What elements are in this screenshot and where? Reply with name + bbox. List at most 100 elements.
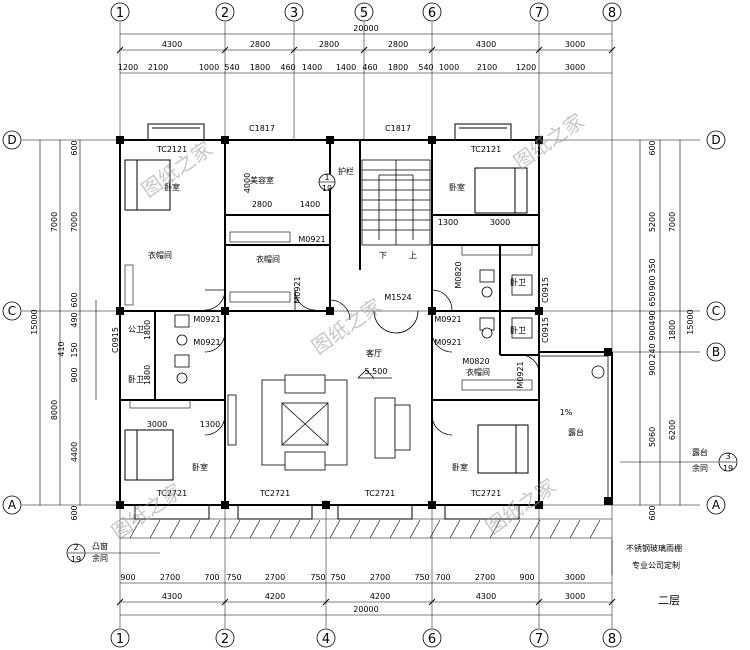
dim-right-mid-1: 7000	[668, 212, 677, 232]
axis-label-bottom-5: 7	[535, 632, 543, 647]
room-cloak-n: 衣帽间	[256, 254, 280, 264]
dim-left-in-7: 900	[70, 367, 79, 382]
dim-top2-5: 1800	[250, 63, 270, 72]
door-label-5: M0921	[434, 338, 461, 347]
window-label-6: TC2721	[259, 489, 290, 498]
slope-text: 1%	[560, 408, 573, 417]
dim-bot2-3: 4200	[370, 592, 390, 601]
callout-left-label: 凸窗	[92, 541, 108, 551]
dim-top2-9: 460	[362, 63, 377, 72]
door-label-9: M0921	[516, 361, 525, 388]
dim-bot-5: 2700	[265, 573, 285, 582]
callout-top-sheet: 19	[322, 184, 332, 193]
door-label-8: M0921	[293, 276, 302, 303]
dim-top-1: 4300	[162, 40, 182, 49]
dim-top2-8: 1400	[336, 63, 356, 72]
window-label-1: C1817	[249, 124, 275, 133]
room-wc-4: 卧卫	[510, 326, 526, 335]
note-line-1: 不锈钢玻璃雨棚	[626, 543, 682, 553]
dim-left-b-2: 1800	[143, 365, 152, 385]
room-wc-2: 卧卫	[128, 375, 144, 384]
dim-bot-11: 2700	[475, 573, 495, 582]
dim-right-in-9: 900	[648, 360, 657, 375]
floor-label: 二层	[658, 594, 680, 607]
dim-right-in-8: 240	[648, 343, 657, 358]
axis-label-right-B: B	[712, 345, 720, 359]
axis-label-top-5: 6	[428, 6, 436, 21]
room-bed-ne: 卧室	[449, 182, 465, 192]
dim-top-3: 2800	[319, 40, 339, 49]
room-dim-4: 3000	[490, 218, 510, 227]
callout-top-num: 1	[324, 173, 329, 182]
room-dim-7: 3000	[147, 420, 167, 429]
axis-label-left-A: A	[8, 498, 17, 512]
dim-right-in-10: 5060	[648, 427, 657, 447]
dim-top2-13: 2100	[477, 63, 497, 72]
dim-top2-3: 1000	[199, 63, 219, 72]
room-bed-nw: 卧室	[164, 182, 180, 192]
dim-top2-12: 1000	[439, 63, 459, 72]
room-cloak-e: 衣帽间	[466, 367, 490, 377]
dim-left-in-5: 410	[57, 341, 66, 356]
window-label-4: TC2121	[470, 145, 501, 154]
dim-top-4: 2800	[388, 40, 408, 49]
dim-bot-total: 20000	[353, 605, 378, 614]
dim-top2-2: 2100	[148, 63, 168, 72]
dim-top2-14: 1200	[516, 63, 536, 72]
axis-labels-right: D C B A	[711, 133, 721, 512]
door-label-2: M0921	[193, 315, 220, 324]
bath-fixtures	[174, 269, 605, 384]
axis-label-right-C: C	[712, 304, 720, 318]
dim-right-outer: 15000	[686, 309, 695, 334]
dim-right-mid-3: 1800	[668, 320, 677, 340]
dim-left-mid-2: 8000	[50, 400, 59, 420]
dim-bot-2: 2700	[160, 573, 180, 582]
axis-label-bottom-2: 2	[221, 632, 229, 647]
dim-top-5: 4300	[476, 40, 496, 49]
dim-right-in-6: 490	[648, 310, 657, 325]
axis-label-bottom-1: 1	[116, 632, 124, 647]
room-bed-se: 卧室	[452, 462, 468, 472]
dims-left: 15000 7000 8000 600 7000 600 490 410 150…	[30, 140, 152, 520]
axis-label-top-6: 7	[535, 6, 543, 21]
axis-label-left-D: D	[7, 133, 16, 147]
dim-bot-8: 2700	[370, 573, 390, 582]
axis-labels-top: 1 2 3 5 6 7 8	[116, 6, 616, 21]
room-wc-3: 卧卫	[510, 278, 526, 287]
door-label-10: M0820	[454, 261, 463, 288]
window-label-3: TC2121	[156, 145, 187, 154]
room-wc-1: 公卫	[128, 325, 144, 334]
window-label-2: C1817	[385, 124, 411, 133]
axis-label-right-A: A	[712, 498, 721, 512]
room-stair-down: 下	[379, 251, 387, 260]
room-dim-2: 2800	[252, 200, 272, 209]
dim-right-in-11: 600	[648, 505, 657, 520]
window-label-5: TC2721	[156, 489, 187, 498]
room-dim-3: 1400	[300, 200, 320, 209]
axis-bubbles	[2, 2, 738, 648]
living-furniture	[227, 374, 411, 471]
dim-left-b-1: 1800	[143, 320, 152, 340]
dim-top2-1: 1200	[118, 63, 138, 72]
room-terrace: 露台	[568, 427, 584, 437]
axis-label-bottom-4: 6	[428, 632, 436, 647]
axis-labels-left: D C A	[7, 133, 17, 512]
door-label-7: M1524	[384, 293, 411, 302]
room-dims: 4000 2800 1400 3000 1300 1300 3000	[147, 173, 510, 429]
axis-label-top-7: 8	[608, 6, 616, 21]
front-hatch	[120, 518, 612, 539]
axis-label-bottom-3: 4	[322, 632, 330, 647]
dim-left-mid-1: 7000	[50, 212, 59, 232]
dim-top2-15: 3000	[565, 63, 585, 72]
dim-top-6: 3000	[565, 40, 585, 49]
room-dim-1: 4000	[243, 173, 252, 193]
level-marker	[357, 369, 392, 379]
axis-label-right-D: D	[711, 133, 720, 147]
room-living: 客厅	[366, 348, 382, 358]
room-stair-up: 上	[409, 251, 417, 260]
room-bed-sw: 卧室	[192, 462, 208, 472]
callout-left-sheet: 19	[71, 555, 81, 564]
dim-top2-11: 540	[418, 63, 433, 72]
dim-right-in-7: 900	[648, 325, 657, 340]
room-study: 美容室	[250, 175, 274, 185]
